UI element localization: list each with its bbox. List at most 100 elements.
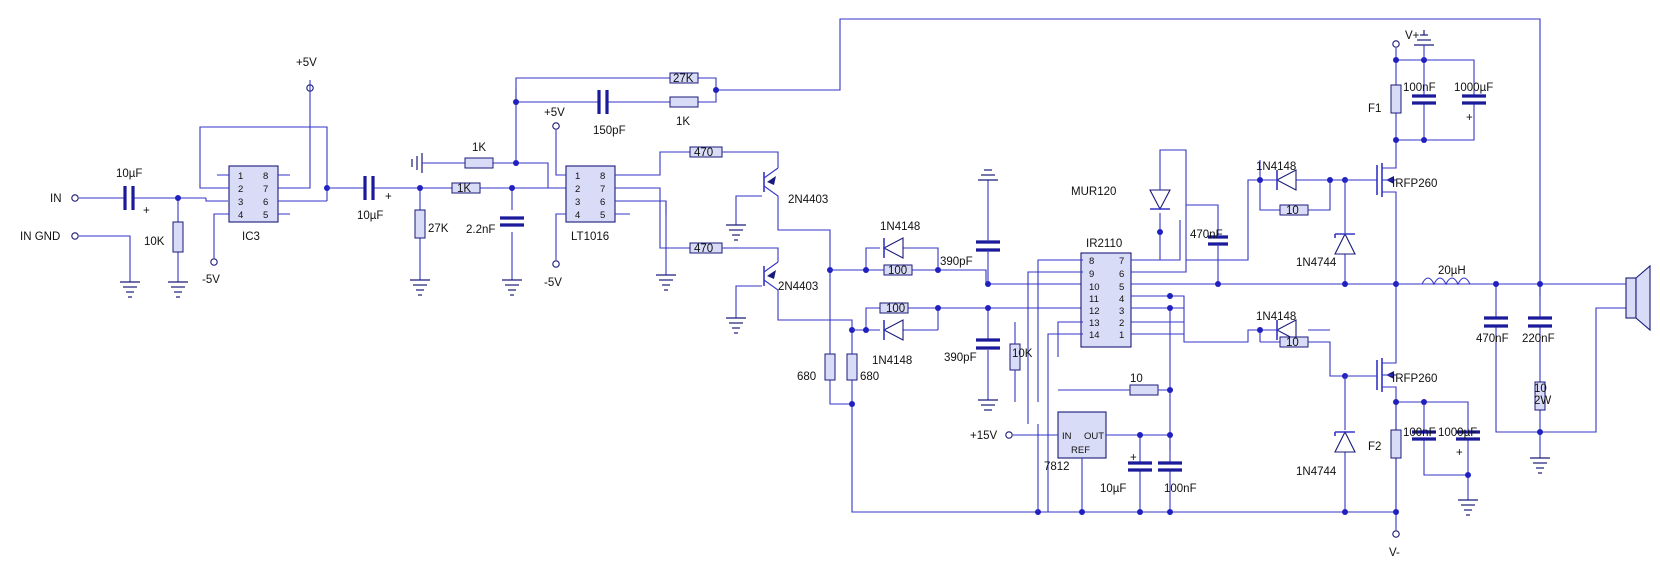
c-390-bot-label: 390pF — [944, 352, 977, 364]
junction — [1079, 509, 1085, 515]
c-in-plus: + — [143, 205, 150, 217]
r-680-b-label: 680 — [860, 371, 879, 383]
ic3-pin: 5 — [263, 210, 268, 221]
junction — [1157, 229, 1163, 235]
junction — [863, 327, 869, 333]
ic3-pin: 8 — [263, 171, 268, 182]
r-100-bot-label: 100 — [886, 303, 905, 315]
ground-icon — [168, 281, 188, 298]
junction — [513, 99, 519, 105]
ic3-pin: 3 — [238, 197, 243, 208]
input-stage: IN IN GND 10µF + 10K 1 2 3 4 8 7 6 5 IC3… — [20, 57, 330, 298]
drive-networks: 1N4148 100 390pF 100 1N4148 390pF — [830, 169, 1083, 411]
junction — [1537, 429, 1543, 435]
in-gnd-terminal[interactable] — [71, 232, 79, 240]
ir2110-pin: 8 — [1089, 256, 1094, 267]
p5v-b-terminal[interactable] — [552, 122, 560, 130]
ir2110-pin: 11 — [1089, 294, 1099, 305]
ir2110-pin: 4 — [1119, 294, 1124, 305]
c-10u-reg-plus: + — [1130, 452, 1137, 464]
c-100n-n-label: 100nF — [1403, 427, 1436, 439]
m5v-b-terminal[interactable] — [552, 260, 560, 268]
junction — [1167, 432, 1173, 438]
p15v-terminal[interactable] — [1005, 431, 1013, 439]
ic3-pin: 4 — [238, 210, 243, 221]
r-470-a-label: 470 — [694, 147, 713, 159]
junction — [417, 185, 423, 191]
d-ls-label: 1N4148 — [1256, 311, 1296, 323]
vminus-terminal[interactable] — [1392, 530, 1400, 538]
r-100-bot-resistor — [879, 302, 909, 314]
junction — [1393, 399, 1399, 405]
junction — [1393, 57, 1399, 63]
r-680-b-resistor — [846, 353, 858, 381]
lt1016-pin: 4 — [575, 210, 580, 221]
lt1016-label: LT1016 — [571, 231, 609, 243]
ground-icon — [656, 274, 676, 291]
d-mur-diode — [1149, 189, 1171, 211]
c-couple-plus: + — [385, 191, 392, 203]
c-2n2-label: 2.2nF — [466, 224, 495, 236]
ic3-pin: 2 — [238, 184, 243, 195]
r-10-resistor — [1129, 384, 1159, 396]
junction — [1257, 177, 1263, 183]
d-hs-label: 1N4148 — [1256, 161, 1296, 173]
c-1000u-n-plus: + — [1456, 447, 1463, 459]
lt1016-pin: 3 — [575, 197, 580, 208]
c-100n-reg-label: 100nF — [1164, 483, 1197, 495]
junction — [1137, 509, 1143, 515]
junction — [1167, 509, 1173, 515]
c-1000u-p-plus: + — [1466, 112, 1473, 124]
in-label: IN — [50, 193, 62, 205]
p15v-label: +15V — [970, 430, 998, 442]
junction — [1167, 293, 1173, 299]
z-hs-label: 1N4744 — [1296, 257, 1337, 269]
vminus-label: V- — [1389, 547, 1400, 559]
junction — [1393, 509, 1399, 515]
junction — [1393, 137, 1399, 143]
lt1016-pin: 7 — [600, 184, 605, 195]
c-1000u-p-label: 1000µF — [1454, 82, 1493, 94]
p5v-label: +5V — [296, 57, 317, 69]
vplus-terminal[interactable] — [1392, 40, 1400, 48]
junction — [985, 305, 991, 311]
junction — [713, 87, 719, 93]
c-in-label: 10µF — [116, 168, 142, 180]
r-1k-b-resistor — [451, 182, 481, 194]
r-1k-c-resistor — [669, 96, 699, 108]
r-ls-resistor — [1279, 336, 1309, 348]
reg7812-label: 7812 — [1044, 461, 1070, 473]
junction — [175, 195, 181, 201]
r-zobel-resistor — [1534, 381, 1546, 411]
l-out-label: 20µH — [1438, 265, 1466, 277]
r-27k-label: 27K — [428, 223, 449, 235]
lt1016-pin: 5 — [600, 210, 605, 221]
junction — [1465, 472, 1471, 478]
r-1k-c-label: 1K — [676, 116, 690, 128]
ic3-pin: 6 — [263, 197, 268, 208]
c-470n-boot-label: 470nF — [1190, 229, 1223, 241]
in-terminal[interactable] — [71, 194, 79, 202]
lt1016-chip — [565, 165, 616, 223]
m5v-terminal[interactable] — [210, 258, 218, 266]
ground-icon — [120, 281, 140, 298]
c-150p-label: 150pF — [593, 125, 626, 137]
r-27k-fb-resistor — [669, 72, 699, 84]
c-220n-out-label: 220nF — [1522, 333, 1555, 345]
junction — [985, 281, 991, 287]
d-hs-diode — [1275, 169, 1297, 191]
f2-label: F2 — [1368, 441, 1381, 453]
f1-label: F1 — [1368, 103, 1381, 115]
speaker-icon — [1625, 277, 1637, 319]
ir2110-pin: 3 — [1119, 306, 1124, 317]
junction — [1137, 432, 1143, 438]
r-zobel-w-label: 2W — [1534, 395, 1551, 407]
r-10k-label: 10K — [1012, 348, 1033, 360]
r-in-resistor — [172, 221, 184, 253]
p5v-b-label: +5V — [544, 107, 565, 119]
c-100n-p-label: 100nF — [1403, 82, 1436, 94]
z-hs-diode — [1334, 232, 1356, 255]
reg7812-in-pin: IN — [1062, 431, 1072, 442]
d-top-diode — [882, 237, 904, 259]
r-1k-a-resistor — [464, 157, 494, 169]
